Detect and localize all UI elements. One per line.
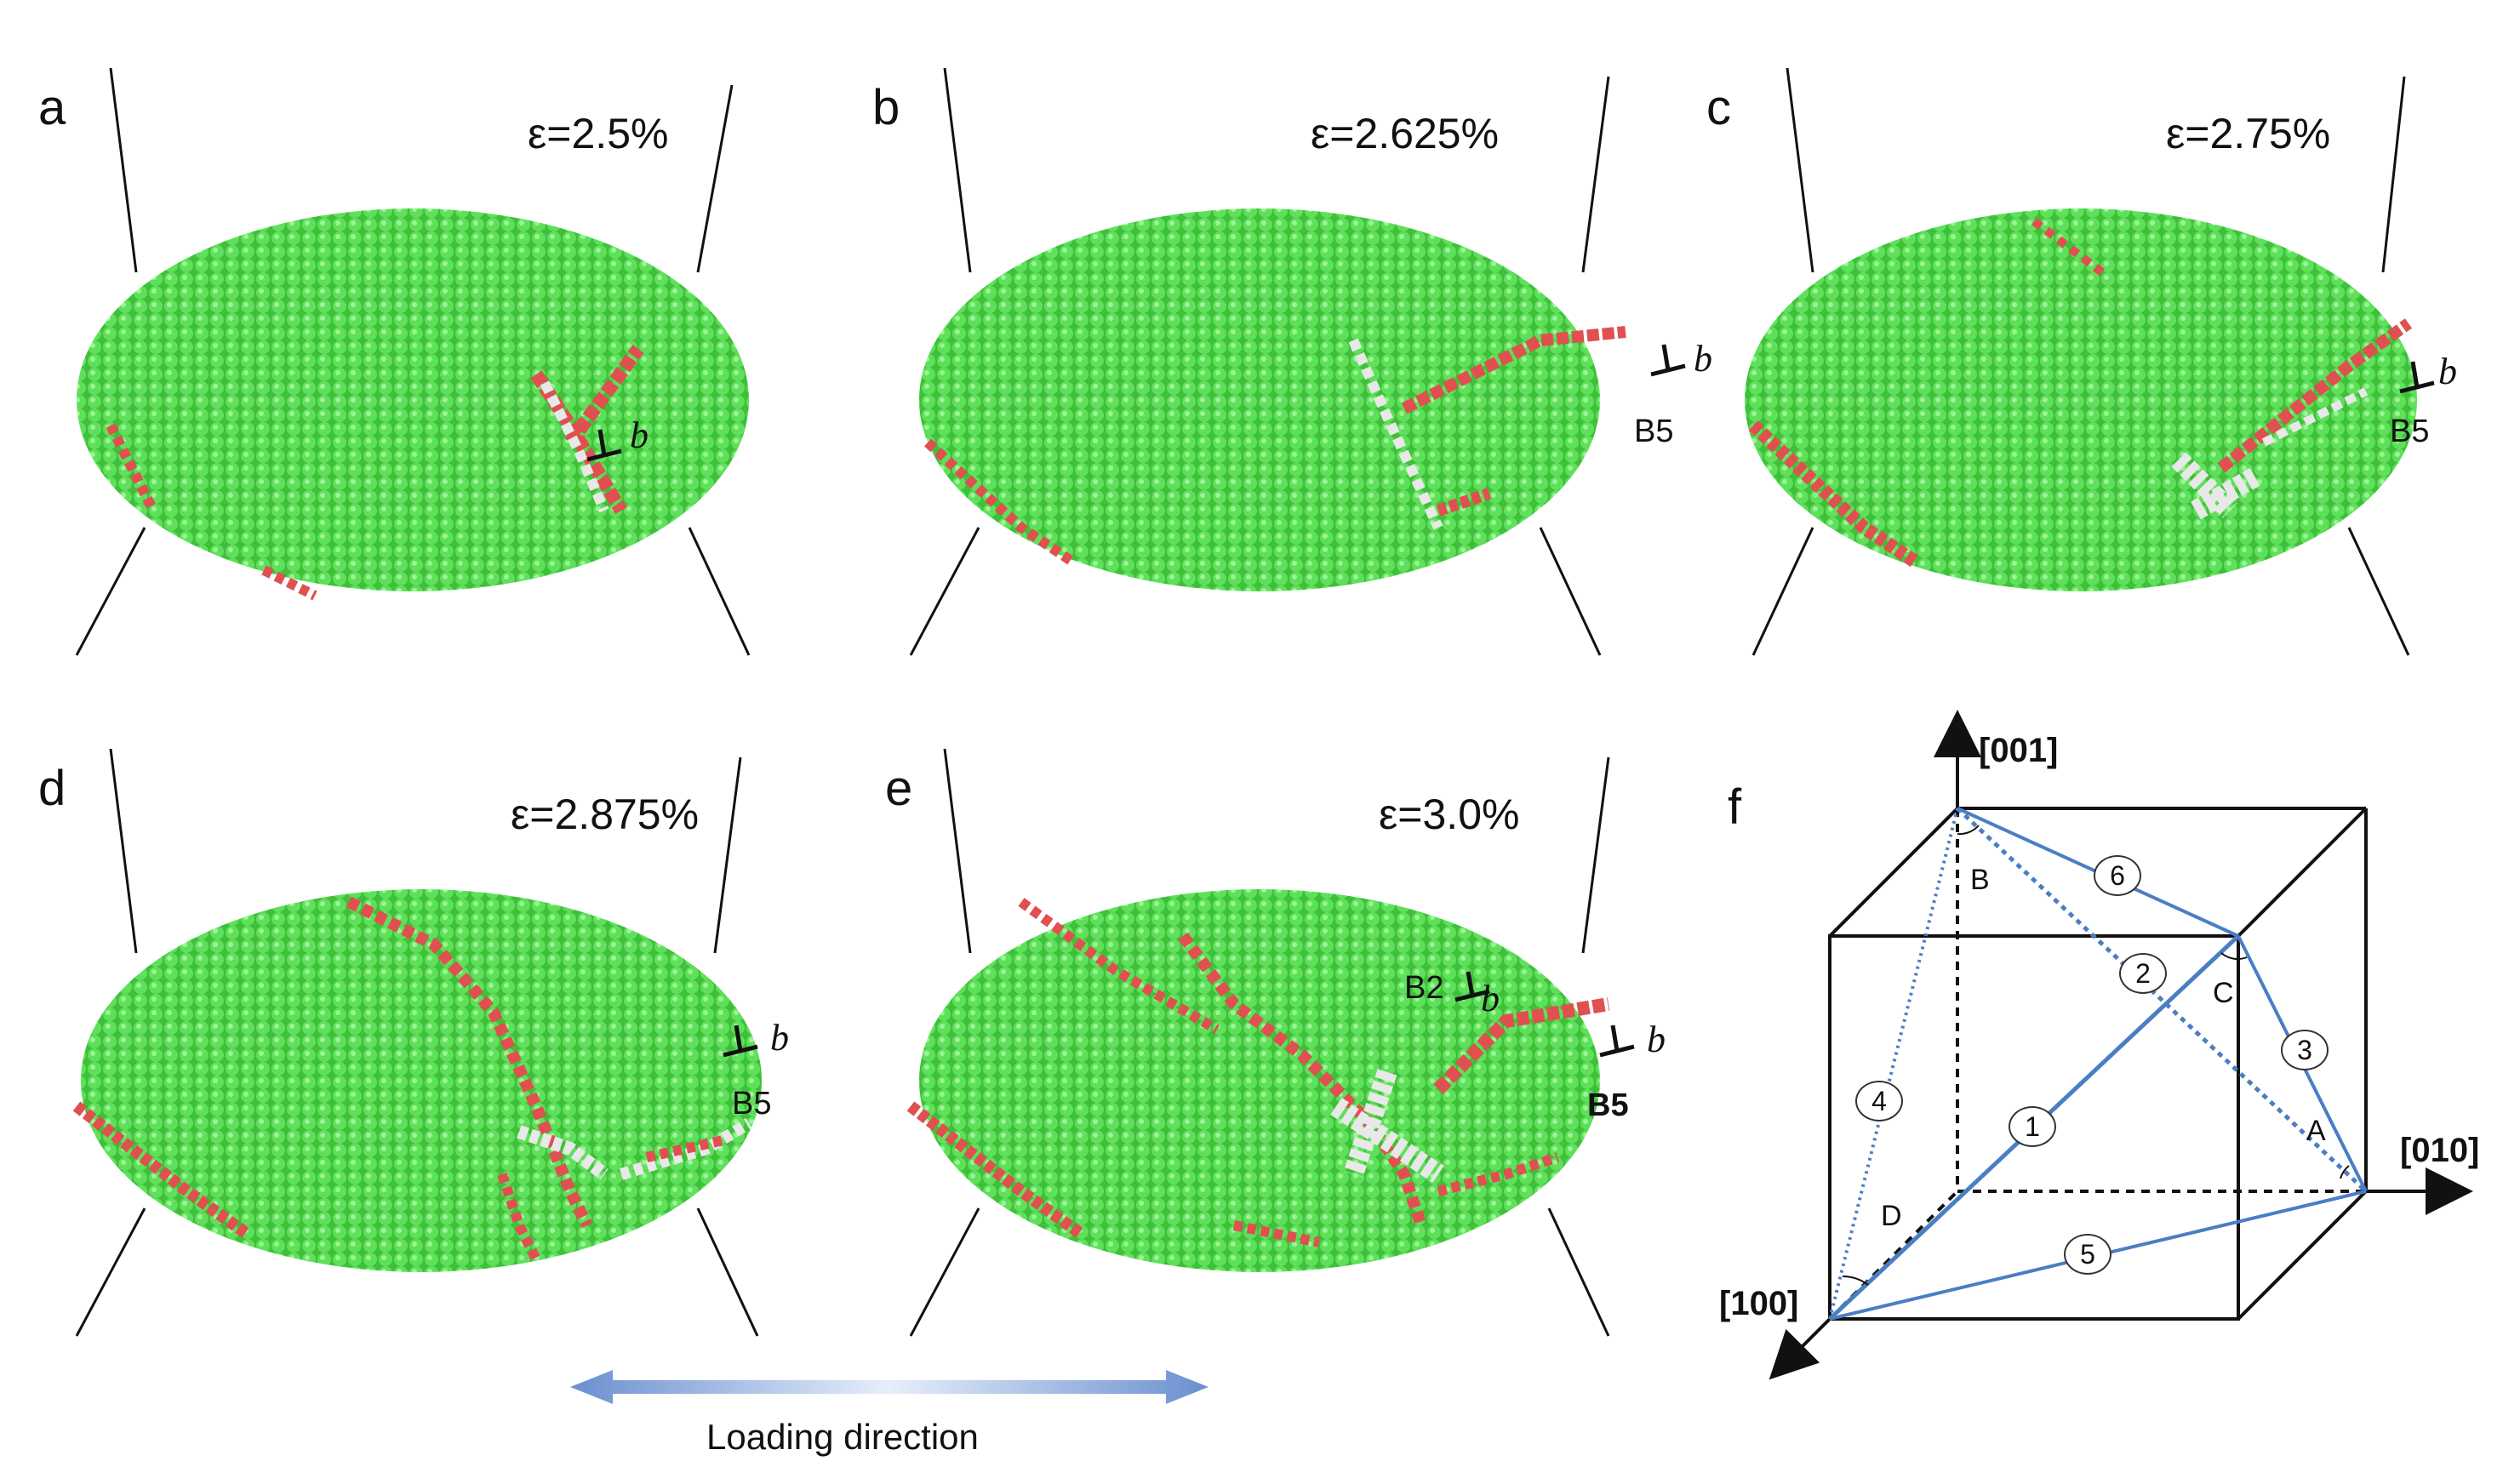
axis-label-x: [100] [1719,1285,1799,1322]
panel-a: a ε=2.5% b [26,68,877,715]
panel-d: d ε=2.875% b B5 [26,749,877,1396]
strain-label: ε=2.875% [511,791,700,838]
panel-b: b ε=2.625% b B5 [860,68,1712,715]
dislocation-label: B5 [2390,414,2430,449]
vertex-label-b: B [1970,864,1990,896]
panel-f: f [001] [010] [100] B C A D 1 2 3 4 5 6 [1702,706,2520,1404]
ellipsoid-particle-a [75,68,751,656]
panel-e: e ε=3.0% b B2 b B5 [860,749,1711,1396]
axis-label-y: [010] [2400,1132,2480,1169]
burgers-vector-label: b [2438,351,2457,392]
burgers-vector-label-b5: b [1647,1019,1666,1060]
dislocation-label-b2: B2 [1404,970,1444,1006]
edge-number-5: 5 [2064,1234,2111,1275]
panel-label: a [38,80,66,135]
panel-label: f [1728,779,1742,835]
vertex-label-a: A [2306,1115,2326,1147]
loading-direction-label: Loading direction [706,1417,979,1457]
burgers-vector-label: b [1694,338,1712,380]
panel-c: c ε=2.75% b B5 [1702,68,2520,715]
cube-diagram [1769,710,2473,1380]
ellipsoid-particle-b [909,68,1686,656]
strain-label: ε=2.5% [528,110,669,157]
burgers-vector-label: b [630,414,649,456]
strain-label: ε=2.625% [1311,110,1500,157]
panel-label: d [38,761,66,816]
panel-label: c [1706,80,1731,135]
burgers-vector-label: b [1481,978,1500,1019]
vertex-label-c: C [2213,977,2234,1009]
strain-label: ε=3.0% [1379,791,1520,838]
dislocation-label: B5 [732,1086,772,1122]
ellipsoid-particle-c [1745,68,2435,656]
panel-label: e [885,761,913,816]
ellipsoid-particle-e [906,749,1635,1337]
dislocation-label: B5 [1587,1087,1629,1123]
edge-number-3: 3 [2281,1030,2329,1070]
panel-label: b [872,80,900,135]
ellipsoid-particle-d [72,749,762,1337]
burgers-vector-label: b [770,1017,789,1059]
loading-direction-arrow [570,1370,1209,1404]
axis-label-z: [001] [1979,732,2059,769]
edge-number-6: 6 [2094,855,2141,896]
dislocation-label: B5 [1634,414,1674,449]
edge-number-1: 1 [2009,1106,2056,1147]
strain-label: ε=2.75% [2166,110,2331,157]
vertex-label-d: D [1881,1200,1902,1232]
edge-number-2: 2 [2119,953,2167,994]
edge-number-4: 4 [1855,1081,1903,1122]
